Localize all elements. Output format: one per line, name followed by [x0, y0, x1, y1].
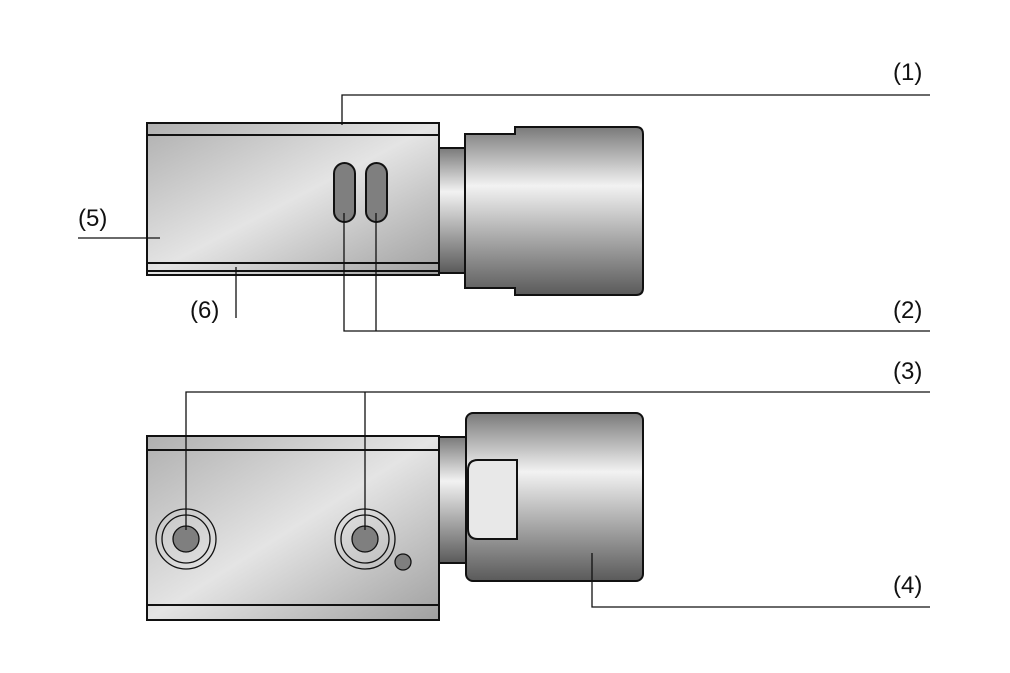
- cap-window: [467, 459, 518, 540]
- label-5: (5): [78, 205, 107, 232]
- label-6: (6): [190, 297, 219, 324]
- label-4: (4): [893, 572, 922, 599]
- housing-body: [146, 122, 440, 276]
- bottom-view-device: [146, 412, 644, 621]
- cap: [464, 126, 644, 296]
- small-dot: [394, 553, 412, 571]
- collar: [438, 436, 467, 564]
- label-2: (2): [893, 297, 922, 324]
- top-view-device: [146, 122, 644, 296]
- leader-4: [591, 553, 930, 608]
- label-1: (1): [893, 59, 922, 86]
- leader-1: [341, 94, 930, 125]
- leader-lines: [78, 94, 930, 608]
- mounting-hole-left: [155, 508, 217, 570]
- label-3: (3): [893, 358, 922, 385]
- collar: [438, 147, 466, 274]
- leader-3: [185, 391, 930, 530]
- leader-2: [343, 213, 930, 332]
